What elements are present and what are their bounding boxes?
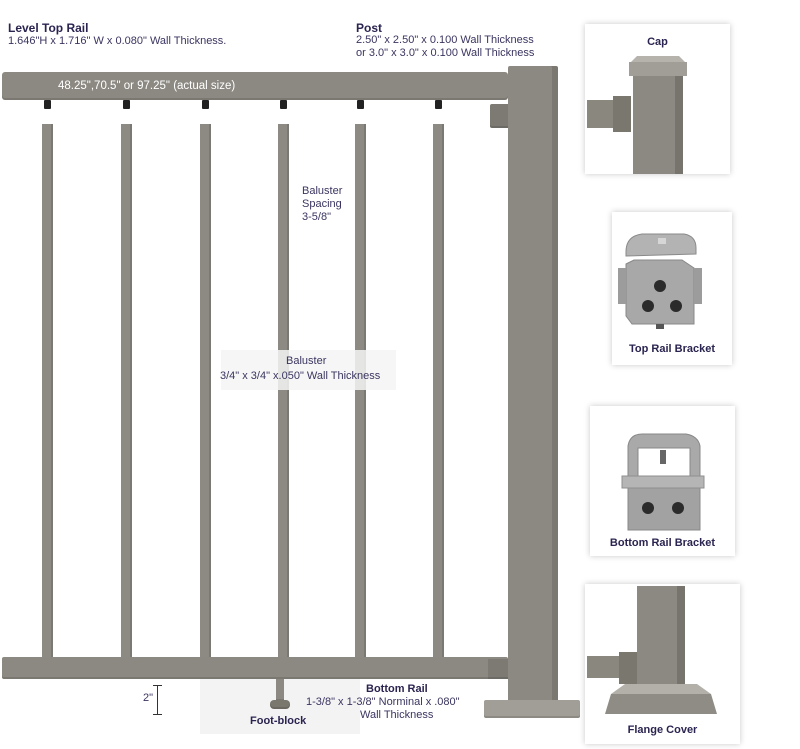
baluster bbox=[278, 124, 289, 658]
cap-illustration bbox=[587, 56, 687, 174]
top-rail bbox=[2, 72, 508, 100]
top-rail-bracket-illustration bbox=[618, 233, 702, 329]
baluster-spacing-line1: Baluster bbox=[302, 185, 343, 197]
baluster-cap bbox=[123, 100, 130, 109]
baluster-spacing-line2: Spacing bbox=[302, 198, 342, 210]
baluster-spec: 3/4" x 3/4" x.050" Wall Thickness bbox=[220, 370, 381, 382]
baluster bbox=[355, 124, 366, 658]
bottom-rail bbox=[2, 657, 508, 679]
top-rail-title: Level Top Rail bbox=[8, 21, 89, 35]
cap-label: Cap bbox=[647, 36, 668, 48]
baluster bbox=[121, 124, 132, 658]
clearance-label: 2" bbox=[143, 692, 154, 704]
baluster-cap bbox=[202, 100, 209, 109]
bottom-rail-spec-line2: Wall Thickness bbox=[360, 709, 434, 721]
baluster-title: Baluster bbox=[286, 355, 327, 367]
cap-panel: Cap bbox=[585, 24, 730, 174]
post-spec-line1: 2.50" x 2.50" x 0.100 Wall Thickness bbox=[356, 34, 534, 46]
baluster bbox=[433, 124, 444, 658]
foot-block-pad bbox=[270, 700, 290, 709]
post-title: Post bbox=[356, 21, 383, 35]
baluster-label-bg bbox=[221, 350, 396, 390]
bottom-rail-bracket-panel: Bottom Rail Bracket bbox=[590, 406, 735, 556]
railing-diagram: 48.25",70.5" or 97.25" (actual size) 2" … bbox=[2, 21, 580, 734]
clearance-indicator bbox=[157, 685, 158, 715]
clearance-indicator-top bbox=[153, 685, 162, 686]
baluster-cap bbox=[44, 100, 51, 109]
baluster bbox=[200, 124, 211, 658]
bottom-rail-spec-line1: 1-3/8" x 1-3/8" Norminal x .080" bbox=[306, 696, 460, 708]
foot-block-stem bbox=[276, 679, 284, 701]
foot-block-label: Foot-block bbox=[250, 715, 307, 727]
top-rail-bracket-panel: Top Rail Bracket bbox=[612, 212, 732, 365]
post-base-plate bbox=[484, 700, 580, 718]
baluster-cap bbox=[435, 100, 442, 109]
bottom-rail-bracket-label: Bottom Rail Bracket bbox=[609, 537, 716, 549]
baluster bbox=[42, 124, 53, 658]
bottom-rail-bracket-illustration bbox=[621, 433, 705, 531]
post bbox=[508, 66, 558, 702]
flange-cover-label: Flange Cover bbox=[627, 724, 698, 736]
top-rail-bracket bbox=[490, 104, 512, 128]
post-spec-line2: or 3.0" x 3.0" x 0.100 Wall Thickness bbox=[356, 47, 535, 59]
flange-cover-illustration bbox=[587, 586, 717, 714]
baluster-cap bbox=[280, 100, 287, 109]
baluster-spacing-line3: 3-5/8" bbox=[302, 211, 331, 223]
top-rail-bracket-label: Top Rail Bracket bbox=[629, 343, 715, 355]
bottom-rail-title: Bottom Rail bbox=[366, 683, 428, 695]
top-rail-spec: 1.646"H x 1.716" W x 0.080" Wall Thickne… bbox=[8, 35, 227, 47]
clearance-indicator-bottom bbox=[153, 714, 162, 715]
bottom-rail-bracket bbox=[488, 659, 510, 679]
baluster-cap bbox=[357, 100, 364, 109]
flange-cover-panel: Flange Cover bbox=[585, 584, 740, 744]
top-rail-size-label: 48.25",70.5" or 97.25" (actual size) bbox=[58, 80, 236, 92]
